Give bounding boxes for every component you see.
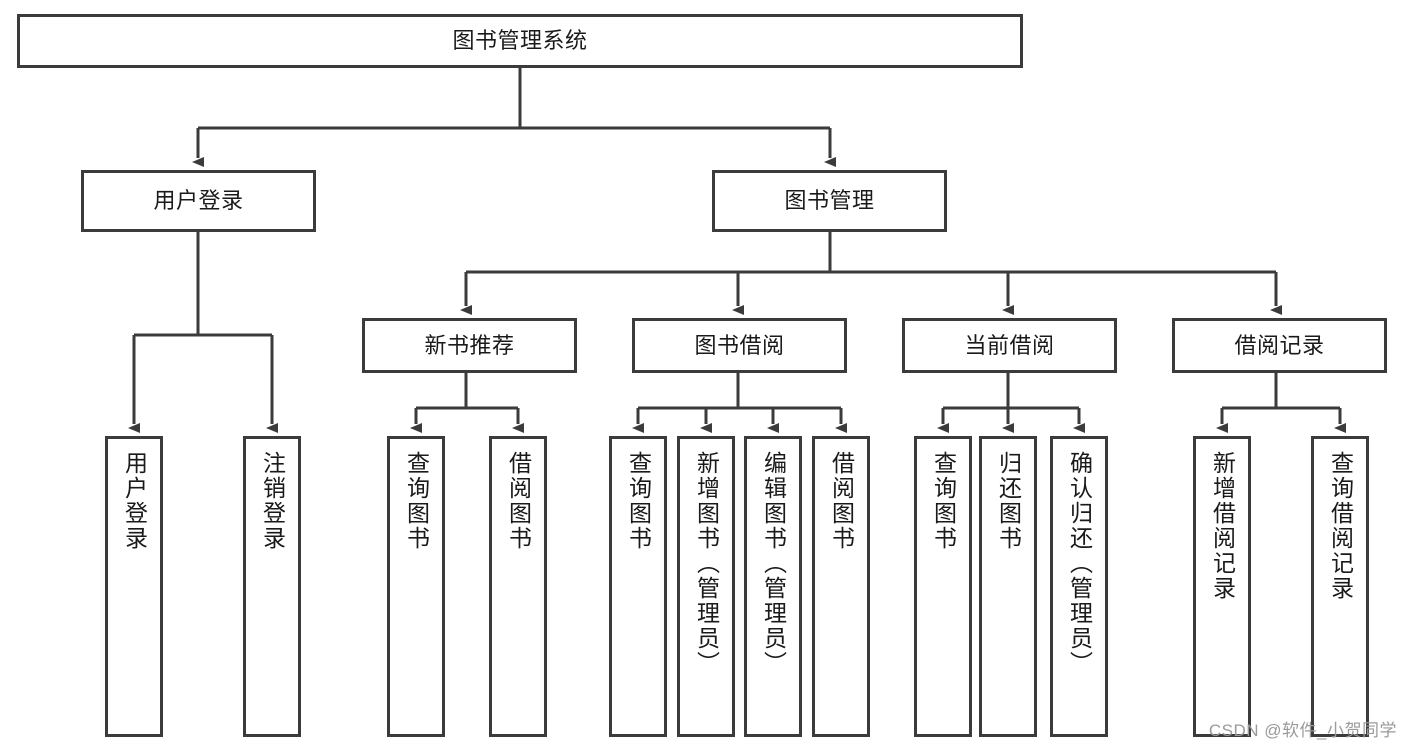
node-leaf-borrow-book-1-label: 借阅图书 [505, 451, 532, 551]
node-leaf-logout-login[interactable]: 注销登录 [243, 436, 301, 737]
node-leaf-add-book[interactable]: 新增图书（管理员） [677, 436, 735, 737]
node-current-borrow-label: 当前借阅 [964, 332, 1055, 358]
node-leaf-query-book-1[interactable]: 查询图书 [387, 436, 445, 737]
node-leaf-logout-login-label: 注销登录 [259, 451, 286, 551]
node-leaf-query-record-label: 查询借阅记录 [1327, 451, 1354, 601]
node-borrow-record[interactable]: 借阅记录 [1172, 318, 1387, 373]
node-leaf-user-login[interactable]: 用户登录 [105, 436, 163, 737]
node-leaf-query-book-1-label: 查询图书 [403, 451, 430, 551]
node-book-manage-label: 图书管理 [784, 188, 875, 214]
node-current-borrow[interactable]: 当前借阅 [902, 318, 1117, 373]
node-leaf-borrow-book-2[interactable]: 借阅图书 [812, 436, 870, 737]
node-book-borrow-label: 图书借阅 [694, 332, 785, 358]
node-leaf-return-book-label: 归还图书 [995, 451, 1022, 551]
node-leaf-borrow-book-2-label: 借阅图书 [828, 451, 855, 551]
node-leaf-query-book-3[interactable]: 查询图书 [914, 436, 972, 737]
node-leaf-return-book[interactable]: 归还图书 [979, 436, 1037, 737]
node-user-login-label: 用户登录 [153, 188, 244, 214]
node-leaf-query-book-2-label: 查询图书 [625, 451, 652, 551]
node-leaf-confirm-return-label: 确认归还（管理员） [1066, 451, 1093, 676]
node-leaf-query-book-2[interactable]: 查询图书 [609, 436, 667, 737]
node-user-login[interactable]: 用户登录 [81, 170, 316, 232]
node-leaf-query-book-3-label: 查询图书 [930, 451, 957, 551]
node-new-book-recommend-label: 新书推荐 [424, 332, 515, 358]
node-leaf-add-book-label: 新增图书（管理员） [693, 451, 720, 676]
node-root[interactable]: 图书管理系统 [17, 14, 1023, 68]
node-borrow-record-label: 借阅记录 [1234, 332, 1325, 358]
node-root-label: 图书管理系统 [452, 28, 588, 54]
node-new-book-recommend[interactable]: 新书推荐 [362, 318, 577, 373]
node-book-manage[interactable]: 图书管理 [712, 170, 947, 232]
node-leaf-query-record[interactable]: 查询借阅记录 [1311, 436, 1369, 737]
node-leaf-edit-book[interactable]: 编辑图书（管理员） [744, 436, 802, 737]
node-leaf-user-login-label: 用户登录 [121, 451, 148, 551]
node-leaf-confirm-return[interactable]: 确认归还（管理员） [1050, 436, 1108, 737]
node-leaf-add-record-label: 新增借阅记录 [1209, 451, 1236, 601]
node-leaf-edit-book-label: 编辑图书（管理员） [760, 451, 787, 676]
node-leaf-borrow-book-1[interactable]: 借阅图书 [489, 436, 547, 737]
node-book-borrow[interactable]: 图书借阅 [632, 318, 847, 373]
node-leaf-add-record[interactable]: 新增借阅记录 [1193, 436, 1251, 737]
